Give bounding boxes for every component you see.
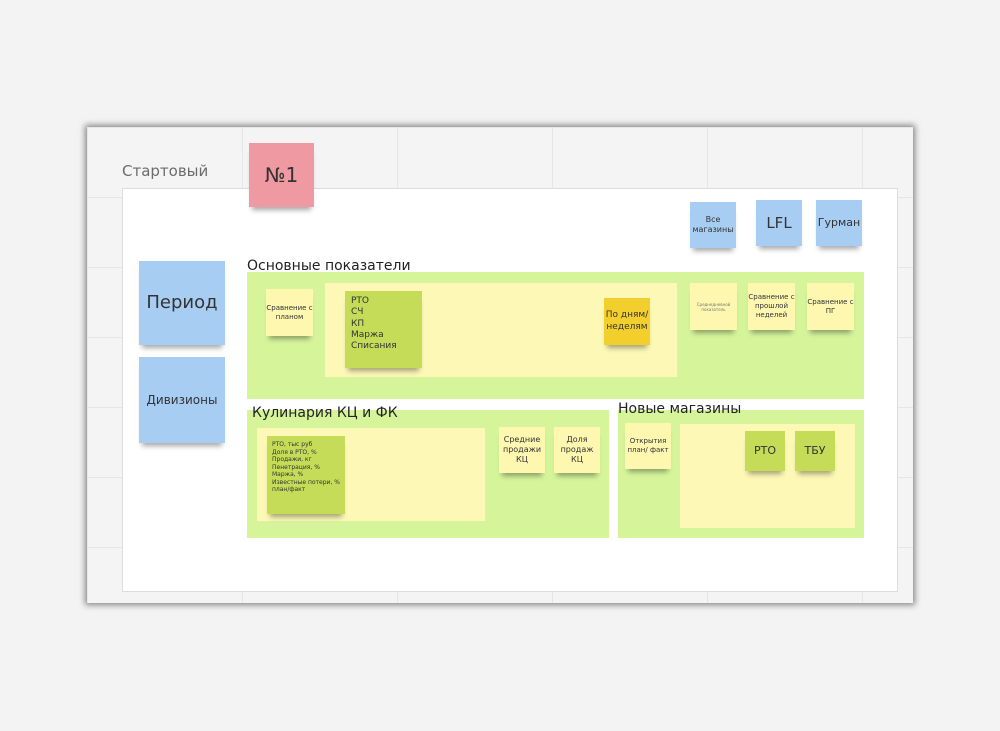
sticky-rto[interactable]: РТО xyxy=(745,431,785,471)
frame-title[interactable]: Стартовый xyxy=(122,162,209,180)
section-title-new-stores: Новые магазины xyxy=(618,401,742,417)
sticky-plan[interactable]: Сравнение с планом xyxy=(266,289,313,336)
sticky-by-days[interactable]: По дням/ неделям xyxy=(604,298,650,345)
sticky-avg-daily[interactable]: Среднедневной показатель xyxy=(690,283,737,330)
sticky-avg-sales[interactable]: Средние продажи КЦ xyxy=(499,427,545,473)
section-title-culinary: Кулинария КЦ и ФК xyxy=(252,405,398,421)
sticky-gourmet[interactable]: Гурман xyxy=(816,200,862,246)
section-title-main: Основные показатели xyxy=(247,258,411,274)
sticky-py[interactable]: Сравнение с ПГ xyxy=(807,283,854,330)
sticky-all-stores[interactable]: Все магазины xyxy=(690,202,736,248)
sticky-prev-week[interactable]: Сравнение с прошлой неделей xyxy=(748,283,795,330)
sticky-openings[interactable]: Открытия план/ факт xyxy=(625,423,671,469)
sticky-badge[interactable]: №1 xyxy=(249,143,314,207)
sticky-divisions[interactable]: Дивизионы xyxy=(139,357,225,443)
sticky-period[interactable]: Период xyxy=(139,261,225,345)
sticky-metrics[interactable]: РТО СЧ КП Маржа Списания xyxy=(345,291,422,368)
sticky-lfl[interactable]: LFL xyxy=(756,200,802,246)
sticky-tbu[interactable]: ТБУ xyxy=(795,431,835,471)
sticky-share-sales[interactable]: Доля продаж КЦ xyxy=(554,427,600,473)
sticky-culinary-metrics[interactable]: РТО, тыс руб Доля в РТО, % Продажи, кг П… xyxy=(267,436,345,514)
